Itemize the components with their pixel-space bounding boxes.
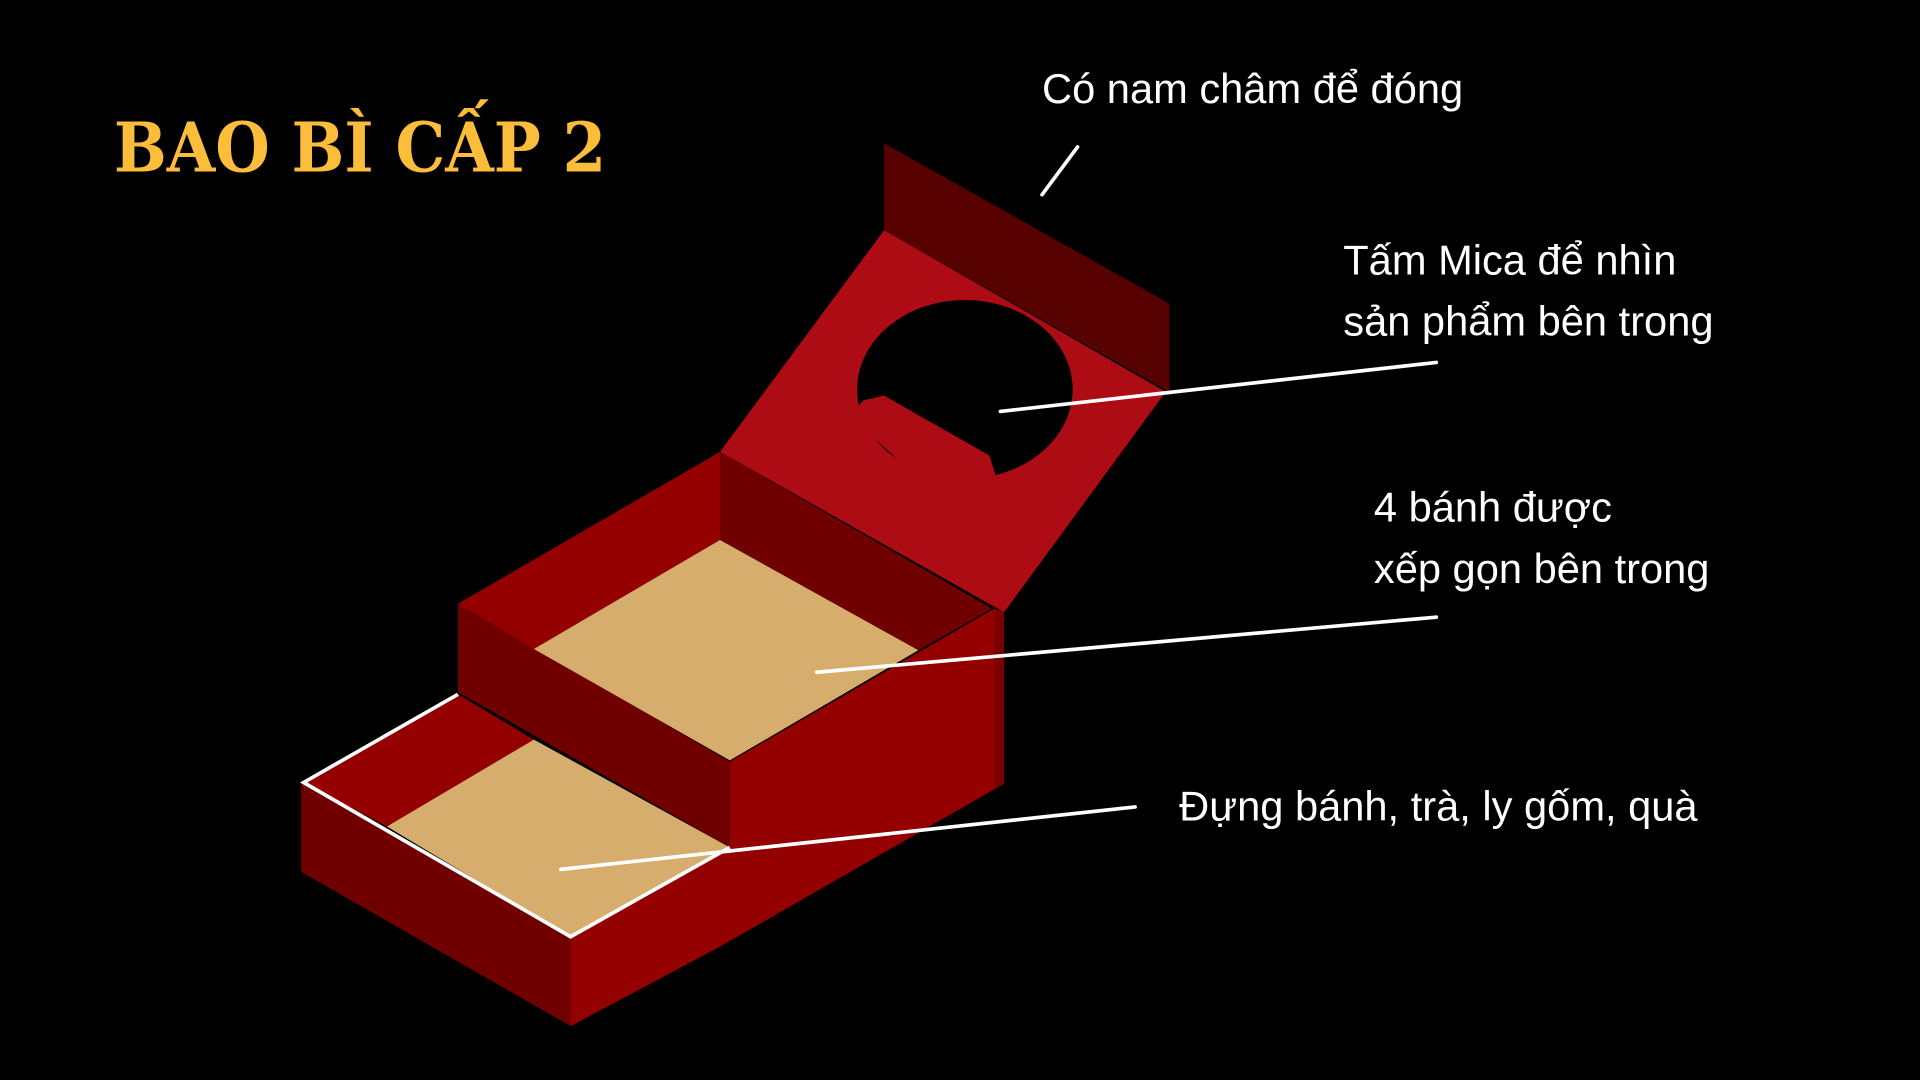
drawer-left-face bbox=[301, 782, 571, 1027]
upper-box-left-wall bbox=[457, 451, 720, 649]
label-mica-line2: sản phẩm bên trong bbox=[1343, 298, 1713, 345]
leader-line-cakes bbox=[814, 615, 1439, 675]
drawer-tray bbox=[386, 739, 730, 937]
leader-line-mica bbox=[998, 360, 1439, 414]
drawer-back-wall bbox=[303, 694, 534, 827]
drawer-outline bbox=[299, 692, 731, 939]
upper-box-left-face bbox=[457, 603, 730, 848]
page-title: BAO BÌ CẤP 2 bbox=[114, 98, 606, 188]
upper-box-back-wall bbox=[720, 451, 992, 651]
box-side-edge bbox=[994, 608, 1005, 789]
lid-back-panel bbox=[884, 143, 1170, 392]
upper-box-tray bbox=[533, 540, 919, 761]
label-drawer: Đựng bánh, trà, ly gốm, quà bbox=[1179, 782, 1698, 829]
leader-line-magnet bbox=[1040, 145, 1080, 197]
mica-window-tab bbox=[857, 395, 996, 490]
gift-box-illustration bbox=[299, 143, 1170, 1027]
label-cakes-line2: xếp gọn bên trong bbox=[1374, 545, 1710, 592]
box-front-right-face bbox=[570, 608, 1005, 1027]
label-cakes-line1: 4 bánh được bbox=[1374, 484, 1612, 531]
label-magnet: Có nam châm để đóng bbox=[1042, 65, 1463, 112]
label-mica-line1: Tấm Mica để nhìn bbox=[1343, 236, 1676, 283]
leader-line-drawer bbox=[558, 805, 1137, 872]
